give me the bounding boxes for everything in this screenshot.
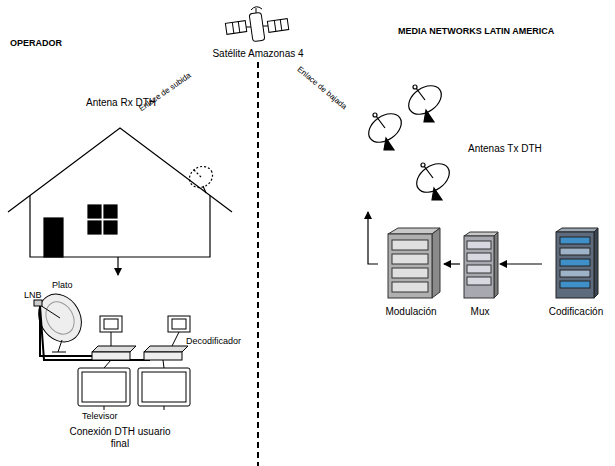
user-connection-node: Conexión DTH usuario final xyxy=(20,275,220,450)
tx-antennas xyxy=(363,80,454,200)
connector-arrow xyxy=(500,263,542,264)
node-text: Satélite Amazonas 4 xyxy=(212,48,303,60)
satellite-icon xyxy=(225,7,288,42)
link-label: Enlace de subida xyxy=(137,71,193,114)
part-label: Decodificador xyxy=(186,336,241,346)
rack-node: Codificación xyxy=(542,226,610,318)
user-installation xyxy=(30,286,190,410)
node-text: Codificación xyxy=(549,306,603,318)
connector-arrow xyxy=(117,257,118,275)
link-label: Enlace de bajada xyxy=(295,65,348,112)
encoder-rack xyxy=(556,228,598,298)
house-outline xyxy=(8,128,232,257)
connector-arrow xyxy=(368,212,378,264)
node-text: Modulación xyxy=(385,306,436,318)
rack-node: Mux xyxy=(460,230,500,318)
section-title: OPERADOR xyxy=(10,38,62,48)
mux-rack xyxy=(464,232,498,298)
tx-antennas-node: Antenas Tx DTH xyxy=(360,85,540,212)
part-label: LNB xyxy=(24,290,42,300)
house-node: Antena Rx DTH xyxy=(8,95,234,257)
section-title: MEDIA NETWORKS LATIN AMERICA xyxy=(398,26,554,36)
part-label: Televisor xyxy=(82,411,118,421)
node-text: Antenas Tx DTH xyxy=(468,143,542,155)
connector-arrow xyxy=(444,263,460,264)
part-label: Plato xyxy=(52,280,73,290)
node-text: Mux xyxy=(471,306,490,318)
rack-node: Modulación xyxy=(378,226,444,318)
modulation-rack xyxy=(388,228,440,298)
node-text: Conexión DTH usuario final xyxy=(61,426,179,450)
divider-line xyxy=(257,62,259,466)
satellite-node: Satélite Amazonas 4 xyxy=(208,2,308,60)
